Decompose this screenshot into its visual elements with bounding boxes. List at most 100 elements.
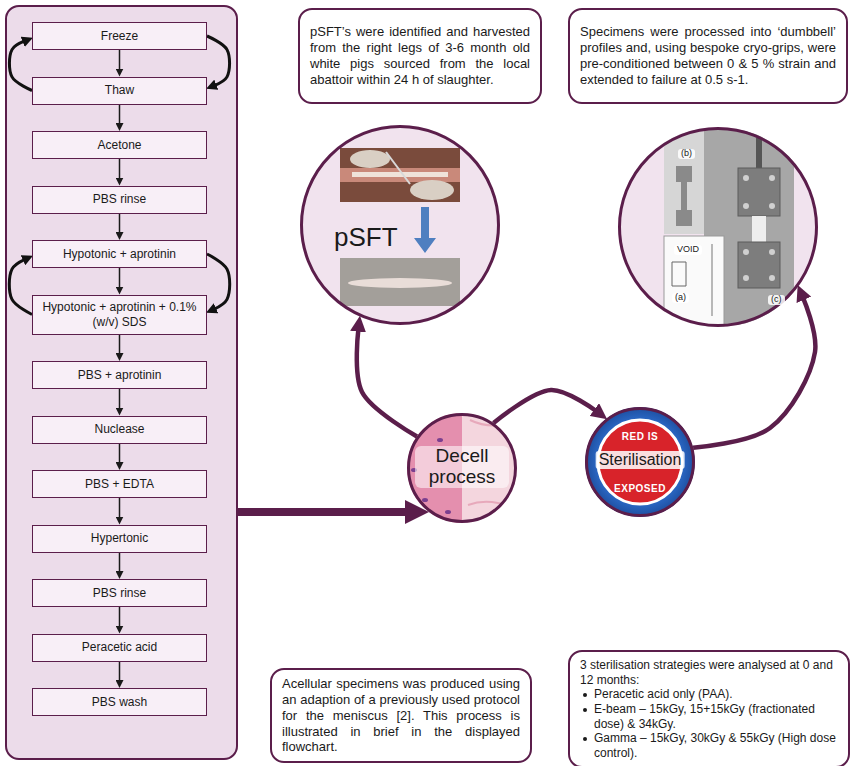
step-label: Peracetic acid <box>39 640 200 654</box>
photo-circle: (b) VOID (a) (c) <box>618 127 818 327</box>
figure-label: (a) <box>672 293 689 303</box>
flow-arrow <box>119 159 121 179</box>
process-step-box: Hypotonic + aprotinin + 0.1%(w/v) SDS <box>32 295 207 335</box>
process-step-box: PBS rinse <box>32 579 207 607</box>
histology-image <box>405 410 522 526</box>
sticker-text: RED IS <box>622 431 658 442</box>
photo-circle: pSFT <box>300 125 500 325</box>
flow-arrow <box>119 105 121 125</box>
histology-image <box>422 498 428 502</box>
flow-arrow <box>119 214 121 234</box>
dissection-photo <box>352 172 448 177</box>
step-label: PBS + EDTA <box>39 477 200 491</box>
figure-label: (b) <box>678 149 695 159</box>
test-rig-photo <box>743 249 749 255</box>
note-text: pSFT’s were identified and harvested fro… <box>310 24 530 87</box>
test-rig-photo <box>738 242 780 288</box>
step-label: Nuclease <box>39 422 200 436</box>
note-box: Specimens were processed into ‘dumbbell’… <box>568 8 848 104</box>
process-step-box: Thaw <box>32 77 207 105</box>
process-circle: Sterilisation <box>585 407 695 517</box>
dissection-photo <box>350 150 390 168</box>
test-rig-photo <box>664 130 704 234</box>
test-rig-photo <box>676 166 692 226</box>
flow-arrow <box>119 389 121 409</box>
process-step-box: Peracetic acid <box>32 634 207 662</box>
circle-outline <box>300 125 500 325</box>
process-step-box: PBS wash <box>32 688 207 716</box>
circle-outline <box>409 415 516 522</box>
test-rig-photo <box>769 275 775 281</box>
tendon-photo <box>348 278 452 288</box>
process-step-box: PBS rinse <box>32 186 207 214</box>
dissection-photo <box>340 148 460 202</box>
process-step-box: Nuclease <box>32 416 207 444</box>
process-step-box: Hypotonic + aprotinin <box>32 240 207 268</box>
repeat-arrow <box>9 41 32 91</box>
flow-arrow <box>357 328 417 436</box>
test-rig-photo <box>769 249 775 255</box>
note-box: pSFT’s were identified and harvested fro… <box>298 8 542 104</box>
process-panel: FreezeThawAcetonePBS rinseHypotonic + ap… <box>5 5 238 760</box>
test-rig-photo <box>756 138 762 168</box>
tendon-photo <box>340 258 460 306</box>
down-arrow <box>414 207 436 253</box>
circle-title: Decell process <box>415 446 509 488</box>
note-text: 3 sterilisation strategies were analysed… <box>580 658 838 687</box>
sticker-text: EXPOSED <box>614 483 666 494</box>
repeat-arrow <box>207 36 230 86</box>
process-step-box: Acetone <box>32 131 207 159</box>
test-rig-photo <box>752 216 766 242</box>
bullet-item: Gamma – 15kGy, 30kGy & 55kGy (High dose … <box>580 731 838 760</box>
note-box: 3 sterilisation strategies were analysed… <box>568 650 850 766</box>
dissection-photo <box>340 148 460 202</box>
test-rig-photo <box>664 236 724 326</box>
indicator-sticker <box>585 407 695 517</box>
test-rig-photo <box>672 262 686 286</box>
histology-image <box>417 423 423 427</box>
test-rig-photo <box>664 130 794 326</box>
step-label: Freeze <box>39 29 200 43</box>
process-step-box: PBS + EDTA <box>32 470 207 498</box>
histology-image <box>437 438 443 442</box>
dissection-photo <box>386 152 410 184</box>
circle-title: pSFT <box>334 223 398 252</box>
figure-label: VOID <box>674 245 702 255</box>
repeat-arrow <box>207 254 230 309</box>
flow-arrow <box>119 50 121 70</box>
circle-title: Sterilisation <box>596 451 685 469</box>
circle-outline <box>618 127 818 327</box>
step-label: PBS + aprotinin <box>39 368 200 382</box>
step-label: Hypotonic + aprotinin <box>39 247 200 261</box>
flow-arrow <box>238 508 410 516</box>
repeat-arrow <box>9 259 32 314</box>
process-step-box: Freeze <box>32 22 207 50</box>
flow-arrow <box>119 498 121 518</box>
test-rig-photo <box>712 244 713 316</box>
flow-arrow <box>119 268 121 288</box>
note-text: Acellular specimens was produced using a… <box>282 676 520 755</box>
flow-arrow <box>119 444 121 464</box>
note-box: Acellular specimens was produced using a… <box>270 668 532 763</box>
flow-arrow <box>119 553 121 573</box>
flow-arrow <box>494 390 597 423</box>
panel-ground <box>5 5 238 760</box>
process-step-box: PBS + aprotinin <box>32 361 207 389</box>
step-label: Thaw <box>39 83 200 97</box>
circle-ground <box>300 125 500 325</box>
circle-ground <box>618 127 818 327</box>
circle-outline <box>620 129 817 326</box>
step-label: PBS rinse <box>39 586 200 600</box>
note-text: Specimens were processed into ‘dumbbell’… <box>580 24 836 87</box>
flow-arrow <box>119 662 121 682</box>
figure-label: (c) <box>768 295 785 305</box>
test-rig-photo <box>769 203 775 209</box>
test-rig-photo <box>743 175 749 181</box>
bullet-item: E-beam – 15kGy, 15+15kGy (fractionated d… <box>580 702 838 731</box>
flow-arrow <box>119 607 121 627</box>
step-label: Hypertonic <box>39 531 200 545</box>
circle-outline <box>587 409 694 516</box>
process-circle: Decell process <box>407 413 517 523</box>
bullet-item: Peracetic acid only (PAA). <box>580 687 838 702</box>
step-label: Hypotonic + aprotinin + 0.1%(w/v) SDS <box>39 300 200 329</box>
